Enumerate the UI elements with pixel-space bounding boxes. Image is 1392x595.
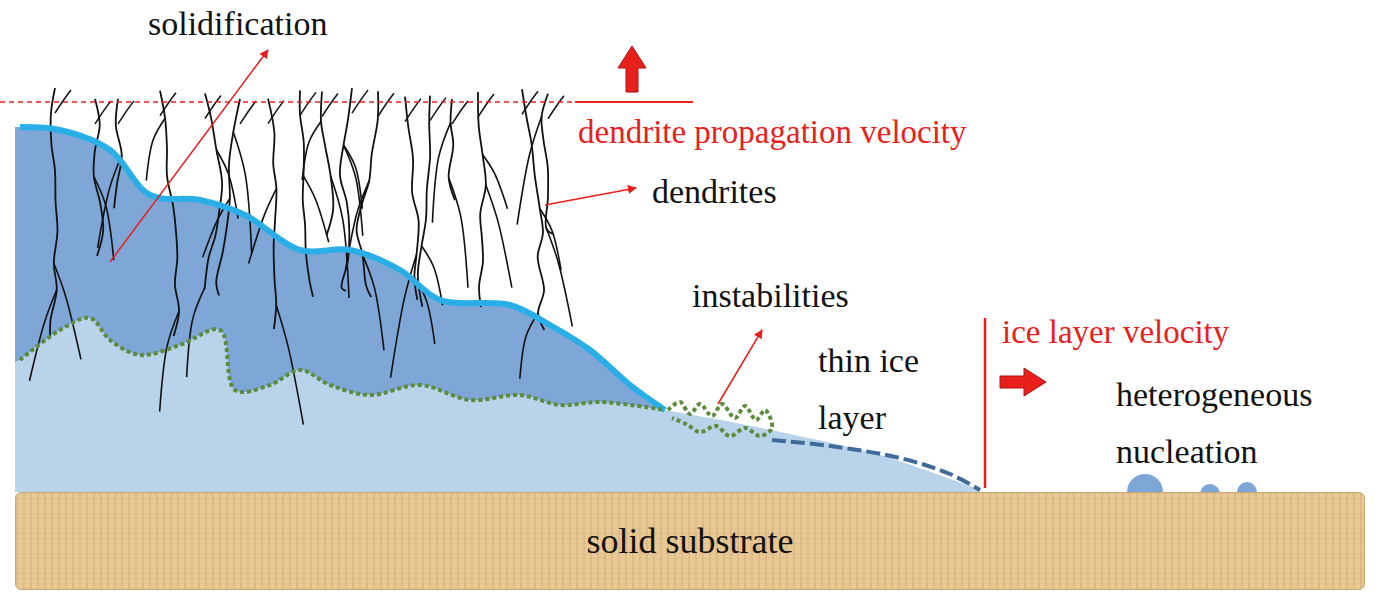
velocity-arrow bbox=[1000, 368, 1046, 396]
thin-ice-layer-line bbox=[772, 440, 980, 490]
dendrite-branch bbox=[98, 155, 122, 248]
dendrite-branch bbox=[30, 290, 57, 381]
velocity-label: ice layer velocity bbox=[1002, 314, 1229, 350]
dendrite-branch bbox=[344, 145, 363, 236]
dendrite bbox=[268, 99, 277, 330]
liquid-region bbox=[15, 127, 980, 492]
tip-level-line bbox=[0, 101, 575, 103]
dendrite-branch bbox=[546, 228, 572, 326]
substrate-label: solid substrate bbox=[587, 520, 794, 562]
structure-label: instabilities bbox=[692, 277, 849, 314]
nucleation-droplet bbox=[1237, 482, 1257, 492]
dendrite-tip bbox=[430, 98, 446, 121]
dendrite-branch bbox=[276, 305, 303, 425]
ice-interface bbox=[20, 318, 665, 410]
nucleation-droplet bbox=[1127, 474, 1163, 492]
dendrite-tip bbox=[268, 101, 284, 124]
leader-line bbox=[110, 50, 268, 262]
leader-line bbox=[545, 188, 636, 205]
instabilities-mark bbox=[668, 402, 772, 436]
dendrite bbox=[160, 91, 179, 336]
dendrite-branch bbox=[520, 313, 538, 379]
dendrite-tip bbox=[160, 93, 176, 116]
dendrite bbox=[300, 90, 313, 296]
dendrite-branch bbox=[304, 176, 329, 242]
substrate-block: solid substrate bbox=[15, 492, 1365, 590]
leader-line bbox=[718, 330, 762, 404]
tip-level-line bbox=[575, 101, 693, 103]
dendrite-tip bbox=[378, 93, 394, 116]
dendrite-branch bbox=[432, 123, 450, 223]
solidified-region bbox=[20, 127, 665, 410]
dendrite-branch bbox=[344, 145, 363, 209]
dendrite-branch bbox=[362, 255, 383, 351]
dendrite-branch bbox=[233, 132, 251, 253]
dendrite-tip bbox=[300, 92, 316, 115]
structure-label: dendrites bbox=[652, 173, 777, 210]
process-label: solidification bbox=[148, 5, 327, 42]
dendrite-tip bbox=[548, 96, 564, 119]
dendrite-branch bbox=[517, 116, 541, 224]
dendrite-tip bbox=[452, 101, 468, 124]
dendrite-tip bbox=[522, 91, 538, 114]
dendrite-tip bbox=[95, 101, 111, 124]
dendrite-branch bbox=[486, 185, 512, 288]
velocity-label: dendrite propagation velocity bbox=[578, 114, 967, 150]
dendrite-strokes bbox=[30, 88, 573, 425]
dendrite-tip bbox=[322, 93, 338, 116]
liquid-region bbox=[15, 127, 980, 492]
dendrite-tip bbox=[478, 94, 494, 117]
dendrite-branch bbox=[331, 176, 349, 298]
dendrite-branch bbox=[54, 263, 81, 359]
dendrite-branch bbox=[160, 311, 179, 412]
dendrite bbox=[418, 96, 430, 307]
dendrite-branch bbox=[146, 118, 165, 180]
dendrite bbox=[216, 99, 240, 296]
dendrite bbox=[340, 88, 352, 291]
velocity-arrow bbox=[618, 46, 646, 92]
freezing-front bbox=[20, 127, 665, 410]
dendrite bbox=[321, 91, 334, 235]
dendrite-tip bbox=[118, 101, 134, 124]
dendrite-branch bbox=[302, 121, 321, 180]
solidified-region bbox=[15, 127, 20, 362]
dendrite-branch bbox=[483, 154, 508, 208]
ice-front-line bbox=[984, 318, 987, 488]
dendrite-branch bbox=[449, 178, 468, 288]
process-label: heterogeneous nucleation bbox=[1116, 376, 1312, 470]
dendrite-tip bbox=[240, 101, 256, 124]
structure-label: thin ice layer bbox=[818, 342, 919, 436]
dendrite bbox=[478, 92, 486, 307]
